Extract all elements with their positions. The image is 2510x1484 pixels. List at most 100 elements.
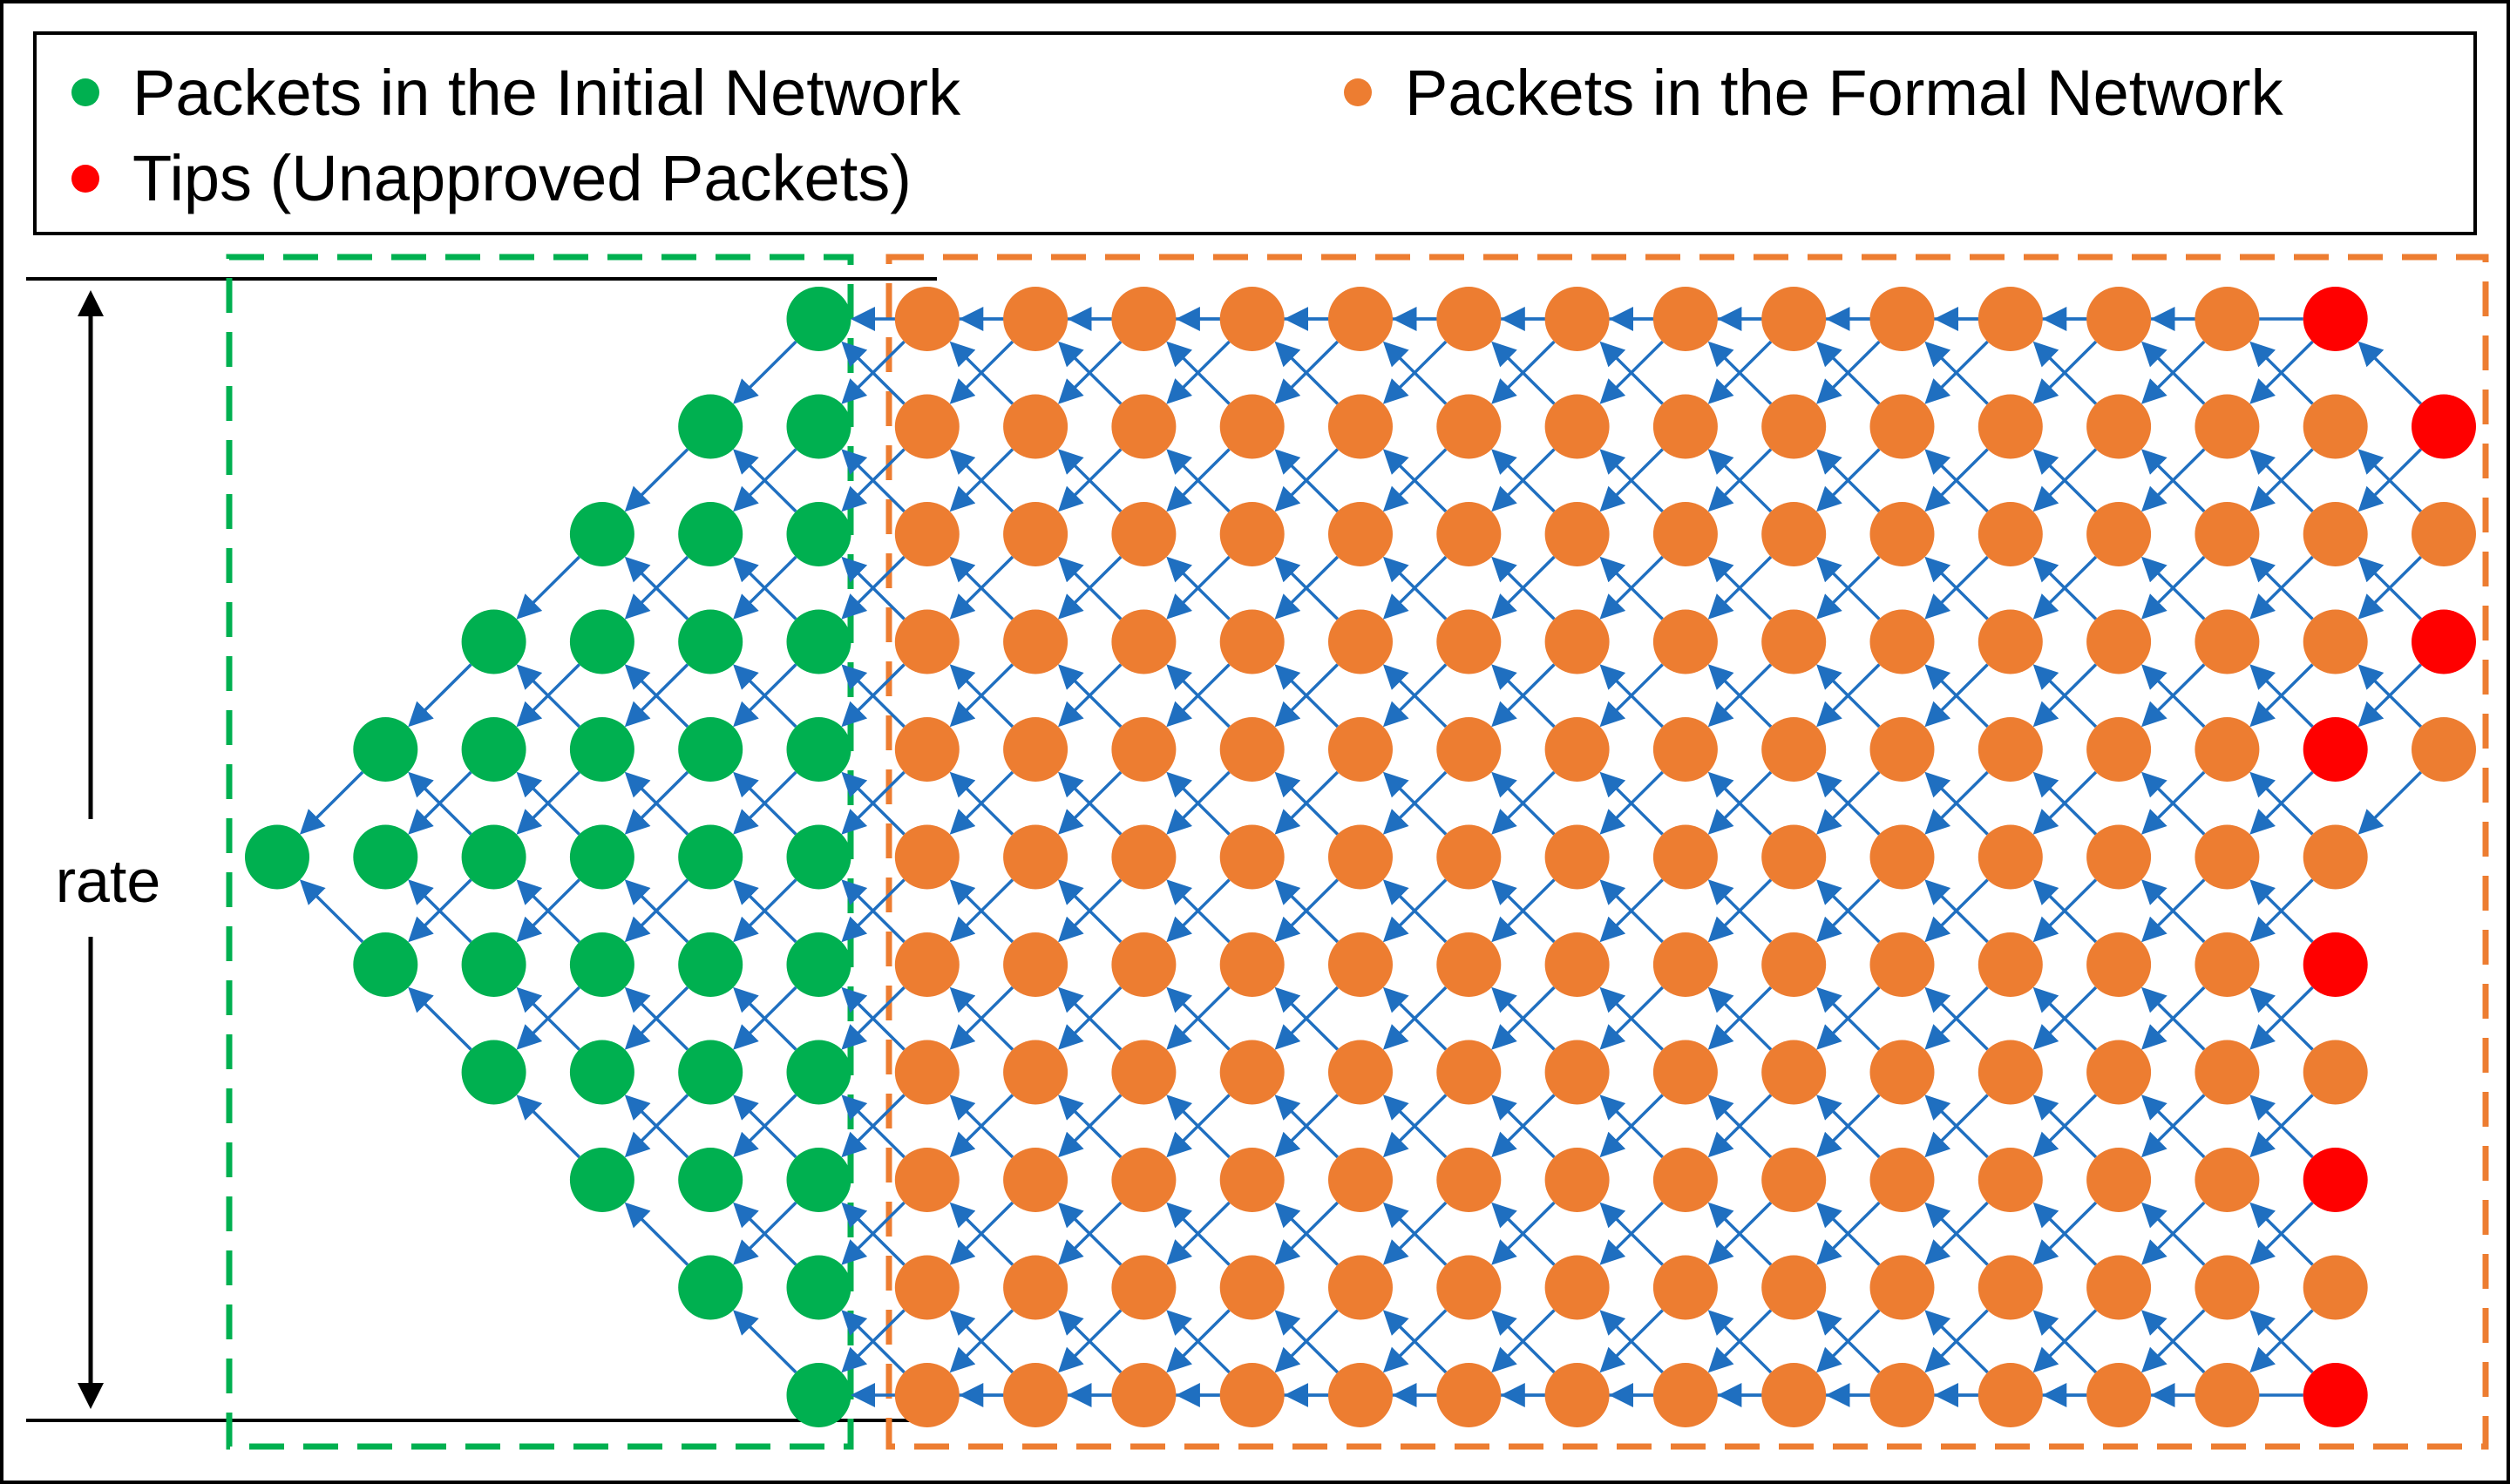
initial-packet-node [569, 609, 634, 674]
approval-edge [733, 340, 797, 404]
formal-packet-node [2086, 287, 2152, 351]
formal-packet-node [1436, 609, 1502, 674]
formal-packet-node [2195, 1255, 2260, 1320]
formal-packet-node [1977, 287, 2043, 351]
initial-packet-node [569, 824, 634, 890]
formal-packet-node [1652, 1040, 1718, 1105]
formal-packet-node [1869, 502, 1935, 566]
tip-packet-node [2303, 717, 2368, 782]
formal-packet-node [1328, 932, 1393, 997]
formal-packet-node [2086, 932, 2152, 997]
formal-packet-node [1544, 502, 1610, 566]
formal-packet-node [1652, 1255, 1718, 1320]
formal-packet-node [1111, 824, 1177, 890]
tip-packet-node [2303, 1363, 2368, 1427]
approval-edge [1707, 986, 1773, 1051]
formal-packet-node [1977, 394, 2043, 459]
approval-edge [624, 879, 689, 944]
approval-edge [1816, 771, 1881, 836]
approval-edge [1491, 1202, 1556, 1266]
packet-nodes [245, 287, 2476, 1427]
formal-packet-node [1977, 502, 2043, 566]
approval-edge [2249, 449, 2314, 513]
formal-packet-node [1219, 824, 1285, 890]
initial-packet-node [786, 932, 851, 997]
approval-edge [841, 341, 906, 405]
approval-edge [1924, 664, 1989, 728]
approval-edge [1274, 986, 1339, 1051]
initial-packet-node [569, 502, 634, 566]
approval-edge [2249, 556, 2314, 620]
formal-packet-node [1761, 609, 1827, 674]
approval-edge [1599, 341, 1664, 405]
formal-packet-node [1111, 1255, 1177, 1320]
formal-packet-node [1436, 824, 1502, 890]
formal-packet-node [1869, 824, 1935, 890]
approval-edge [1382, 449, 1448, 513]
initial-packet-node [678, 609, 743, 674]
formal-packet-node [894, 609, 960, 674]
approval-edge [1382, 771, 1448, 836]
approval-edge [2140, 879, 2206, 944]
approval-edge [1707, 556, 1773, 620]
approval-edge [1816, 1094, 1881, 1159]
approval-edge [408, 986, 472, 1051]
rate-label: rate [56, 847, 161, 915]
formal-packet-node [1219, 394, 1285, 459]
legend-label-tip: Tips (Unapproved Packets) [132, 142, 912, 214]
initial-packet-node [461, 609, 526, 674]
formal-packet-node [1652, 287, 1718, 351]
formal-packet-node [2303, 1040, 2368, 1105]
formal-packet-node [1328, 394, 1393, 459]
approval-edge [1924, 449, 1989, 513]
formal-packet-node [1544, 1040, 1610, 1105]
formal-packet-node [894, 1363, 960, 1427]
formal-packet-node [1111, 609, 1177, 674]
approval-edge [1166, 341, 1231, 405]
formal-packet-node [1544, 287, 1610, 351]
approval-edge [1924, 1310, 1989, 1374]
approval-edge [1166, 1310, 1231, 1374]
approval-edge [1166, 1094, 1231, 1159]
legend-label-formal: Packets in the Formal Network [1405, 57, 2284, 129]
formal-packet-node [2195, 1363, 2260, 1427]
approval-edge [2032, 771, 2098, 836]
approval-edge [1491, 771, 1556, 836]
formal-packet-node [1328, 1040, 1393, 1105]
formal-packet-node [2195, 287, 2260, 351]
legend-marker-initial [71, 78, 99, 106]
approval-edge [1707, 771, 1773, 836]
approval-edge [2032, 1094, 2098, 1159]
approval-edges [299, 307, 2422, 1407]
formal-packet-node [1869, 1148, 1935, 1212]
approval-edge [1924, 879, 1989, 944]
formal-packet-node [1977, 609, 2043, 674]
approval-edge [516, 879, 580, 944]
approval-edge [2032, 341, 2098, 405]
formal-packet-node [1328, 1255, 1393, 1320]
formal-packet-node [2195, 394, 2260, 459]
formal-packet-node [894, 1040, 960, 1105]
approval-edge [1924, 1202, 1989, 1266]
approval-edge [1707, 879, 1773, 944]
formal-packet-node [1544, 824, 1610, 890]
initial-packet-node [786, 1148, 851, 1212]
approval-edge [299, 879, 364, 944]
initial-packet-node [353, 932, 418, 997]
formal-packet-node [1977, 824, 2043, 890]
legend: Packets in the Initial Network Packets i… [33, 31, 2477, 235]
formal-packet-node [1977, 1148, 2043, 1212]
approval-edge [733, 449, 797, 513]
formal-packet-node [2412, 717, 2476, 782]
approval-edge [408, 663, 472, 728]
approval-edge [1491, 879, 1556, 944]
approval-edge [1707, 341, 1773, 405]
formal-packet-node [1977, 717, 2043, 782]
approval-edge [1166, 879, 1231, 944]
approval-edge [1382, 879, 1448, 944]
approval-edge [2140, 986, 2206, 1051]
approval-edge [841, 986, 906, 1051]
formal-packet-node [1219, 502, 1285, 566]
approval-edge [841, 879, 906, 944]
